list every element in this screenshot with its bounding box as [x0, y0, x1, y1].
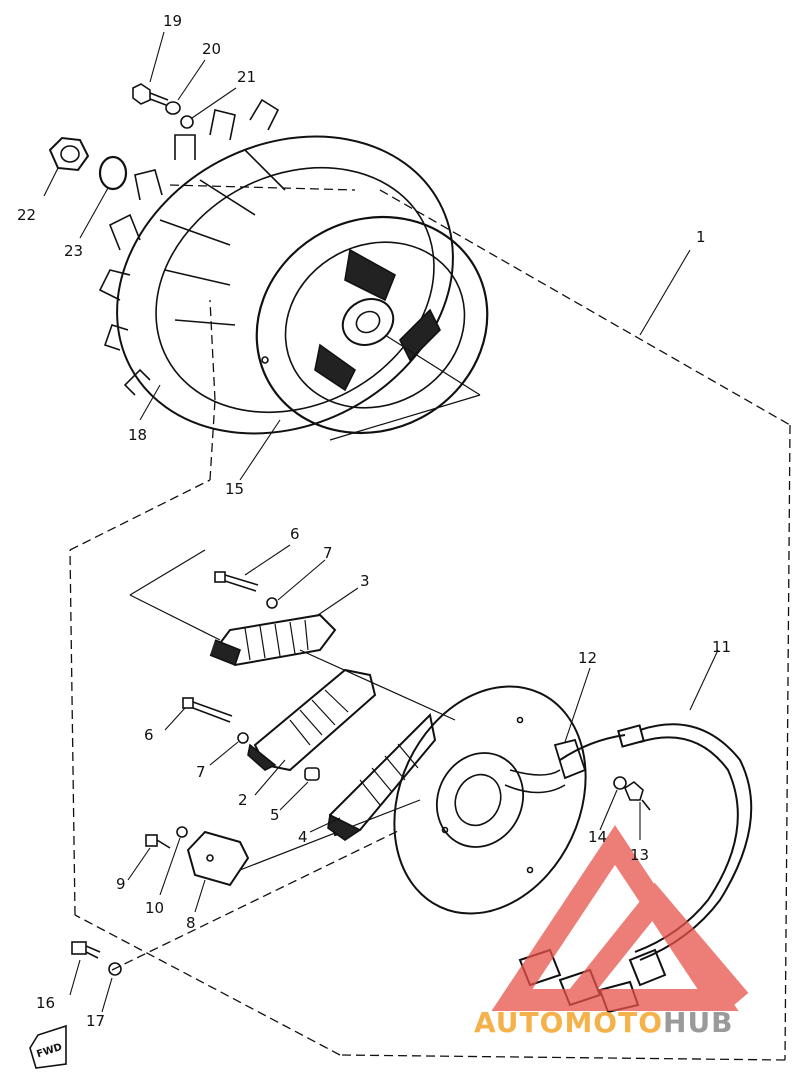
callout-13: 13: [630, 846, 650, 864]
watermark-text-part1: AUTOMOTO: [474, 1006, 664, 1039]
callout-9: 9: [116, 875, 126, 893]
callout-10: 10: [145, 899, 165, 917]
callout-7-upper: 7: [323, 544, 333, 562]
washer-7-lower: [237, 732, 249, 744]
flywheel-bolt: [132, 83, 169, 106]
callout-8: 8: [186, 914, 196, 932]
watermark-text: AUTOMOTOHUB: [474, 1006, 734, 1039]
callout-3: 3: [360, 572, 370, 590]
wire-clamp: [553, 738, 587, 780]
callout-18: 18: [128, 426, 148, 444]
watermark-triangle-icon: [491, 825, 749, 1011]
source-coil-4: [327, 712, 437, 841]
flywheel-rotor: [98, 98, 489, 435]
stator-base-plate: [393, 685, 587, 915]
callout-7-lower: 7: [196, 763, 206, 781]
callout-21: 21: [237, 68, 257, 86]
callout-17: 17: [86, 1012, 106, 1030]
callout-4: 4: [298, 828, 308, 846]
screw-13: [624, 780, 651, 811]
callout-12: 12: [578, 649, 598, 667]
watermark-text-part2: HUB: [663, 1006, 734, 1039]
flywheel-nut: [48, 136, 90, 172]
callout-16: 16: [36, 994, 56, 1012]
callout-14: 14: [588, 828, 608, 846]
screw-6-upper: [214, 571, 259, 592]
callout-19: 19: [163, 12, 183, 30]
washer-20: [165, 101, 181, 115]
washer-14: [613, 776, 627, 790]
callout-11: 11: [712, 638, 732, 656]
fwd-label: FWD: [35, 1042, 63, 1061]
washer-7-upper: [266, 597, 278, 609]
callout-5: 5: [270, 806, 280, 824]
callout-leaders: [43, 31, 719, 1013]
bolt-16: [71, 941, 101, 959]
assembly-lines: [69, 184, 791, 1061]
callout-1: 1: [696, 228, 706, 246]
washer-17: [108, 962, 122, 976]
callout-2: 2: [238, 791, 248, 809]
callout-22: 22: [17, 206, 37, 224]
washer-23: [98, 155, 128, 191]
charge-coil: [209, 613, 337, 667]
screw-9: [145, 834, 171, 849]
washer-10: [176, 826, 188, 838]
lock-washer-21: [180, 115, 194, 129]
callout-20: 20: [202, 40, 222, 58]
leader-lines: [129, 334, 481, 871]
callout-23: 23: [64, 242, 84, 260]
callout-15: 15: [225, 480, 245, 498]
callout-6-lower: 6: [144, 726, 154, 744]
source-coil-2: [247, 668, 377, 772]
fwd-arrow-icon: [29, 1024, 67, 1069]
pulser-coil: [186, 830, 250, 887]
spacer-5: [304, 767, 320, 781]
screw-6-lower: [182, 697, 233, 723]
callout-6-upper: 6: [290, 525, 300, 543]
